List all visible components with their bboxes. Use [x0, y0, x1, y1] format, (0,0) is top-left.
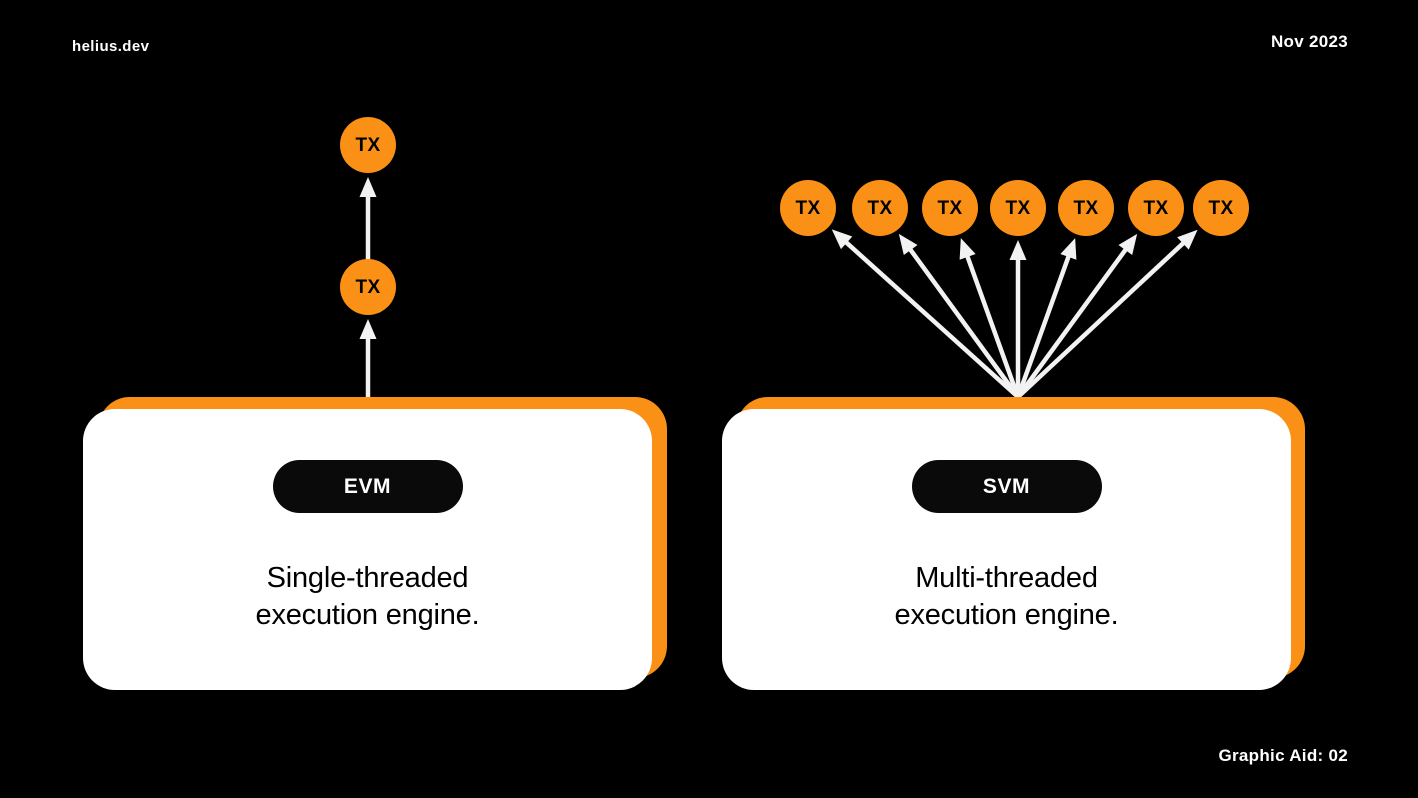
tx-node-label: TX	[355, 134, 381, 156]
evm-card-face: EVM Single-threaded execution engine.	[83, 409, 652, 690]
tx-node[interactable]: TX	[340, 259, 396, 315]
svm-pill[interactable]: SVM	[911, 460, 1102, 513]
tx-node[interactable]: TX	[1128, 180, 1184, 236]
tx-node[interactable]: TX	[780, 180, 836, 236]
evm-caption-line-2: execution engine.	[255, 599, 480, 632]
tx-node-label: TX	[795, 197, 821, 219]
slide-date: Nov 2023	[1270, 32, 1348, 51]
evm-pill-label: EVM	[343, 474, 392, 498]
tx-node[interactable]: TX	[922, 180, 978, 236]
tx-node-label: TX	[1005, 197, 1031, 219]
graphic-aid-label: Graphic Aid: 02	[1218, 746, 1348, 765]
tx-node-label: TX	[1208, 197, 1234, 219]
tx-node[interactable]: TX	[852, 180, 908, 236]
tx-node[interactable]: TX	[1193, 180, 1249, 236]
svm-caption-line-2: execution engine.	[894, 599, 1119, 632]
tx-node-label: TX	[1143, 197, 1169, 219]
evm-caption: Single-threaded execution engine.	[256, 560, 480, 634]
svm-caption-line-1: Multi-threaded	[915, 562, 1098, 594]
tx-node-label: TX	[867, 197, 893, 219]
brand-logo: helius.dev	[72, 38, 150, 55]
tx-node-label: TX	[1073, 197, 1099, 219]
svm-caption: Multi-threaded execution engine.	[895, 560, 1119, 634]
evm-caption-line-1: Single-threaded	[266, 562, 469, 594]
tx-node[interactable]: TX	[1058, 180, 1114, 236]
svm-card-face: SVM Multi-threaded execution engine.	[722, 409, 1291, 690]
svm-pill-label: SVM	[982, 474, 1031, 498]
evm-pill[interactable]: EVM	[272, 460, 463, 513]
tx-node[interactable]: TX	[990, 180, 1046, 236]
tx-node-label: TX	[355, 276, 381, 298]
tx-node-label: TX	[937, 197, 963, 219]
tx-node[interactable]: TX	[340, 117, 396, 173]
